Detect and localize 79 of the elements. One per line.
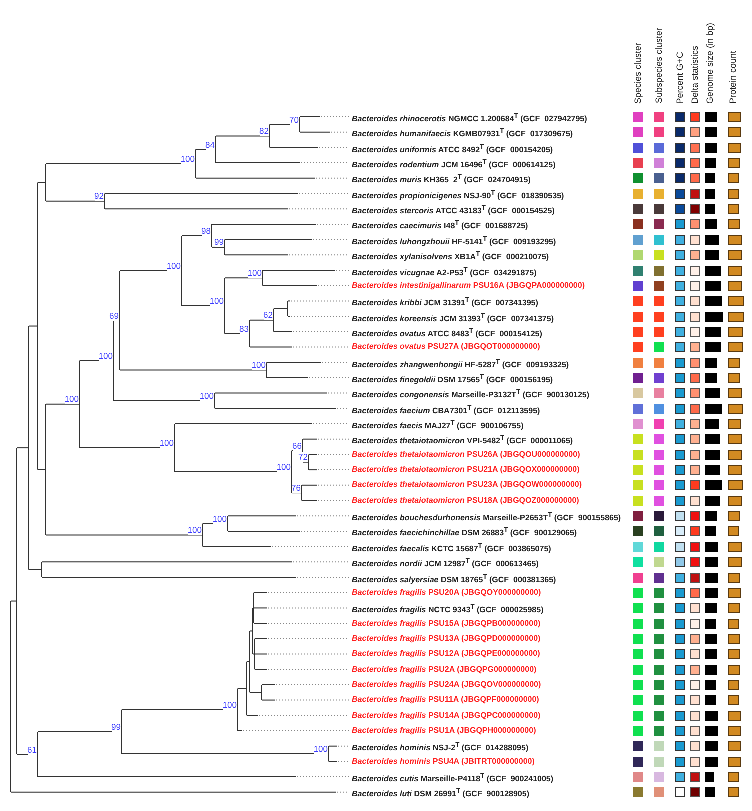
taxon-label: Bacteroides koreensis JCM 31393$^{T}$ (GCF_007341375): [352, 312, 554, 323]
taxon-label: Bacteroides fragilis PSU15A (JBGQPB000000000): [352, 618, 541, 630]
column-header: Percent G+C: [675, 52, 686, 104]
bootstrap-value: 100: [98, 350, 113, 361]
bootstrap-value: 98: [202, 226, 211, 236]
bootstrap-value: 100: [188, 525, 202, 536]
taxon-label: Bacteroides rhinocerotis NGMCC 1.200684$^{T}$ (GCF_027942795): [352, 112, 588, 123]
bootstrap-value: 66: [292, 440, 302, 451]
column-header: Species cluster: [633, 42, 644, 104]
bootstrap-value: 100: [64, 394, 79, 404]
taxon-label: Bacteroides congonensis Marseille-P3132T$^{T}$ (GCF_900130125): [352, 388, 590, 400]
bootstrap-value: 69: [110, 310, 119, 321]
taxon-label: Bacteroides faecichinchillae DSM 26883$^{T}$ (GCF_900129065): [352, 526, 578, 538]
taxon-label: Bacteroides ovatus ATCC 8483$^{T}$ (GCF_000154125): [352, 326, 542, 338]
taxon-label: Bacteroides ovatus PSU27A (JBGQOT000000000): [352, 341, 540, 354]
taxon-label: Bacteroides vicugnae A2-P53$^{T}$ (GCF_034291875): [352, 266, 537, 276]
taxon-label: Bacteroides propionicigenes NSJ-90$^{T}$ (GCF_018390535): [352, 188, 564, 200]
taxon-label: Bacteroides fragilis PSU1A (JBGQPH000000000): [352, 725, 536, 737]
bootstrap-value: 61: [28, 744, 37, 754]
bootstrap-value: 76: [292, 483, 301, 494]
taxon-label: Bacteroides thetaiotaomicron PSU26A (JBGQOU000000000): [352, 448, 580, 461]
taxon-label: Bacteroides finegoldii DSM 17565$^{T}$ (GCF_000156195): [352, 372, 554, 384]
column-header: Subspecies cluster: [654, 28, 665, 104]
taxon-label: Bacteroides thetaiotaomicron PSU18A (JBGQOZ000000000): [352, 494, 580, 507]
bootstrap-value: 83: [240, 324, 249, 334]
bootstrap-value: 100: [222, 700, 237, 710]
taxon-label: Bacteroides fragilis PSU24A (JBGQOV000000000): [352, 678, 542, 691]
bootstrap-value: 100: [180, 154, 195, 164]
bootstrap-value: 100: [314, 744, 328, 754]
taxon-label: Bacteroides luti DSM 26991$^{T}$ (GCF_900128905): [352, 787, 530, 798]
bootstrap-value: 100: [276, 462, 291, 472]
bootstrap-value: 82: [260, 126, 269, 136]
taxon-label: Bacteroides caecimuris I48$^{T}$ (GCF_001688725): [352, 219, 528, 230]
taxon-label: Bacteroides fragilis PSU11A (JBGQPF000000000): [352, 694, 540, 706]
taxon-label: Bacteroides fragilis PSU20A (JBGQOY000000000): [352, 586, 542, 599]
bootstrap-value: 72: [298, 452, 308, 462]
taxon-label: Bacteroides fragilis PSU12A (JBGQPE000000000): [352, 648, 540, 660]
taxon-label: Bacteroides faecis MAJ27$^{T}$ (GCF_900106755): [352, 419, 524, 430]
bootstrap-value: 100: [248, 268, 262, 278]
bootstrap-value: 100: [160, 438, 174, 448]
taxon-label: Bacteroides fragilis PSU13A (JBGQPD000000000): [352, 632, 541, 645]
bootstrap-value: 100: [166, 260, 181, 271]
taxon-label: Bacteroides kribbi JCM 31391$^{T}$ (GCF_007341395): [352, 296, 538, 308]
bootstrap-value: 99: [214, 237, 224, 248]
taxon-label: Bacteroides xylanisolvens XB1A$^{T}$ (GCF_000210075): [352, 250, 550, 262]
taxon-label: Bacteroides muris KH365_2$^{T}$ (GCF_024704915): [352, 173, 531, 184]
bootstrap-value: 100: [212, 514, 227, 524]
taxon-label: Bacteroides cutis Marseille-P4118$^{T}$ (GCF_900241005): [352, 772, 554, 784]
taxon-label: Bacteroides zhangwenhongii HF-5287$^{T}$ (GCF_009193325): [352, 358, 570, 369]
taxon-label: Bacteroides faecalis KCTC 15687$^{T}$ (GCF_003865075): [352, 542, 552, 553]
column-header: Genome size (in bp): [705, 22, 716, 104]
column-header: Delta statistics: [690, 46, 701, 104]
taxon-label: Bacteroides uniformis ATCC 8492$^{T}$ (GCF_000154205): [352, 142, 554, 154]
taxon-label: Bacteroides thetaiotaomicron PSU23A (JBGQOW000000000): [352, 479, 582, 492]
bootstrap-value: 100: [210, 296, 224, 306]
bootstrap-value: 99: [112, 722, 121, 732]
bootstrap-value: 84: [206, 140, 215, 150]
taxon-label: Bacteroides hominis NSJ-2$^{T}$ (GCF_014288095): [352, 741, 529, 752]
taxon-label: Bacteroides fragilis PSU14A (JBGQPC000000000): [352, 710, 541, 722]
taxon-label: Bacteroides fragilis PSU2A (JBGQPG000000000): [352, 664, 537, 676]
taxon-label: Bacteroides thetaiotaomicron PSU21A (JBGQOX000000000): [352, 464, 580, 476]
taxon-label: Bacteroides intestinigallinarum PSU16A (JBGQPA000000000): [352, 280, 585, 292]
taxon-label: Bacteroides luhongzhouii HF-5141$^{T}$ (GCF_009193295): [352, 234, 556, 246]
bootstrap-value: 100: [200, 390, 214, 401]
taxon-label: Bacteroides salyersiae DSM 18765$^{T}$ (GCF_000381365): [352, 572, 556, 584]
bootstrap-value: 92: [94, 191, 104, 202]
taxon-label: Bacteroides faecium CBA7301$^{T}$ (GCF_012113595): [352, 404, 540, 415]
taxon-label: Bacteroides thetaiotaomicron VPI-5482$^{T}$ (GCF_000011065): [352, 434, 574, 446]
taxon-label: Bacteroides nordii JCM 12987$^{T}$ (GCF_000613465): [352, 557, 539, 568]
bootstrap-value: 62: [264, 310, 273, 320]
column-header: Protein count: [728, 50, 739, 104]
taxon-label: Bacteroides bouchesdurhonensis Marseille-P2653T$^{T}$ (GCF_900155865): [352, 511, 622, 522]
bootstrap-value: 100: [252, 360, 266, 370]
taxon-label: Bacteroides rodentium JCM 16496$^{T}$ (GCF_000614125): [352, 158, 556, 170]
bootstrap-value: 70: [290, 114, 299, 125]
taxon-label: Bacteroides humanifaecis KGMB07931$^{T}$ (GCF_017309675): [352, 127, 574, 138]
taxon-label: Bacteroides hominis PSU4A (JBITRT000000000): [352, 756, 535, 768]
taxon-label: Bacteroides stercoris ATCC 43183$^{T}$ (GCF_000154525): [352, 204, 555, 216]
taxon-label: Bacteroides fragilis NCTC 9343$^{T}$ (GCF_000025985): [352, 603, 544, 614]
